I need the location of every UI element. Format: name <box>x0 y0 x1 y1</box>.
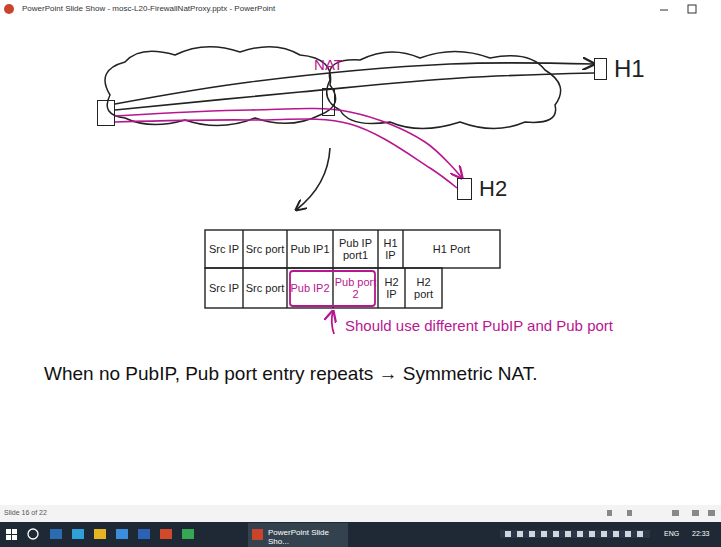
nat-box: NAT <box>322 88 335 116</box>
slide-counter: Slide 16 of 22 <box>4 509 124 517</box>
connector-line <box>115 119 457 188</box>
table-cell: Pub IP1 <box>287 230 333 268</box>
annotation-note: Should use different PubIP and Pub port <box>345 318 705 335</box>
host-box: H1 <box>594 58 607 80</box>
taskbar-icons <box>6 523 650 547</box>
restore-icon <box>688 5 696 13</box>
table-cell: Src port <box>243 230 287 268</box>
table-cell: Pub port 2 <box>333 268 378 308</box>
minimize-icon <box>660 10 668 11</box>
host-box <box>97 100 115 126</box>
app-icon <box>4 4 14 14</box>
taskbar <box>0 522 721 547</box>
table-cell: H1 IP <box>378 230 403 268</box>
taskbar-app-label: PowerPoint Slide Sho... <box>268 529 346 547</box>
table-cell: Pub IP2 <box>287 268 333 308</box>
table-cell: H2 IP <box>378 268 405 308</box>
table-cell: H2 port <box>405 268 442 308</box>
host-box: H2 <box>457 178 472 200</box>
table-cell: Src port <box>243 268 287 308</box>
pointer-arrow <box>296 148 330 210</box>
conclusion-note: When no PubIP, Pub port entry repeats → … <box>44 364 664 385</box>
clock: 22:33 <box>692 530 718 538</box>
connector-line <box>115 63 594 104</box>
node-label: NAT <box>314 57 343 74</box>
status-bar <box>0 505 721 522</box>
connector-line <box>115 73 594 110</box>
node-label: H1 <box>614 56 645 82</box>
table-cell: Src IP <box>205 230 243 268</box>
pointer-arrow <box>332 311 334 334</box>
window-title: PowerPoint Slide Show - mosc-L20-Firewal… <box>22 5 522 14</box>
title-bar <box>0 0 721 20</box>
node-label: H2 <box>479 177 507 201</box>
table-cell: Pub IP port1 <box>333 230 378 268</box>
table-grid <box>205 230 500 308</box>
language-indicator: ENG <box>664 530 688 538</box>
status-icons <box>607 510 715 516</box>
table-cell: Src IP <box>205 268 243 308</box>
table-cell: H1 Port <box>403 230 500 268</box>
